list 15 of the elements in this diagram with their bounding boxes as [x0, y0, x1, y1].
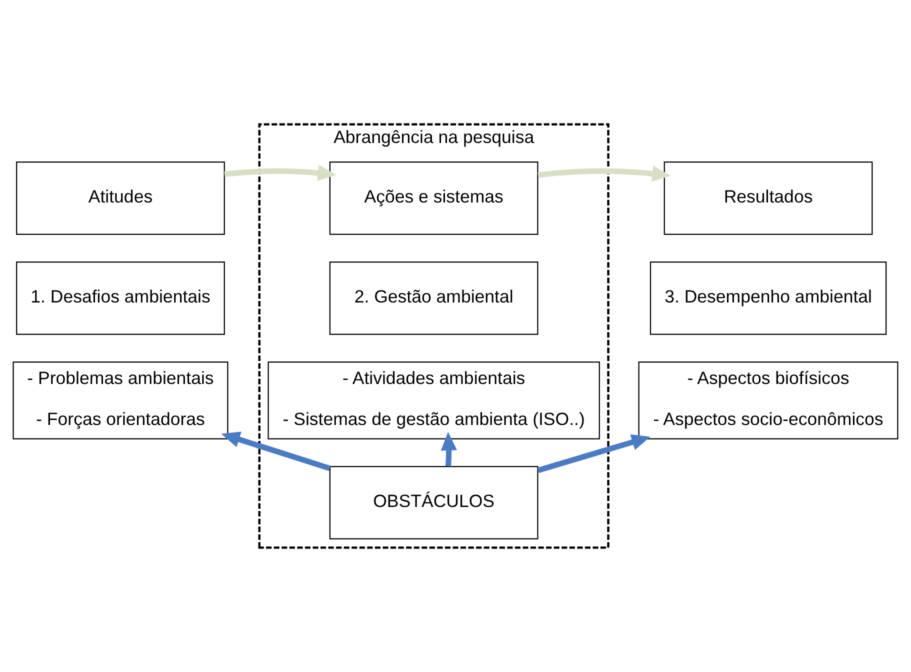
node-box: - Atividades ambientais - Sistemas de gestão ambienta (ISO..) [268, 362, 600, 440]
node-box: Resultados [664, 162, 873, 235]
arrow [538, 166, 671, 182]
node-box: - Aspectos biofísicos - Aspectos socio-econômicos [638, 362, 898, 440]
node-box: Atitudes [16, 162, 225, 235]
node-box: Ações e sistemas [329, 162, 538, 235]
node-box: 1. Desafios ambientais [16, 262, 225, 335]
arrow [224, 164, 336, 182]
arrow [221, 432, 331, 471]
arrow [440, 432, 458, 466]
node-box: 2. Gestão ambiental [329, 262, 538, 335]
node-box: - Problemas ambientais - Forças orientadoras [12, 362, 228, 440]
arrow [537, 434, 650, 473]
node-box: OBSTÁCULOS [329, 466, 538, 540]
node-box: 3. Desempenho ambiental [650, 262, 887, 335]
